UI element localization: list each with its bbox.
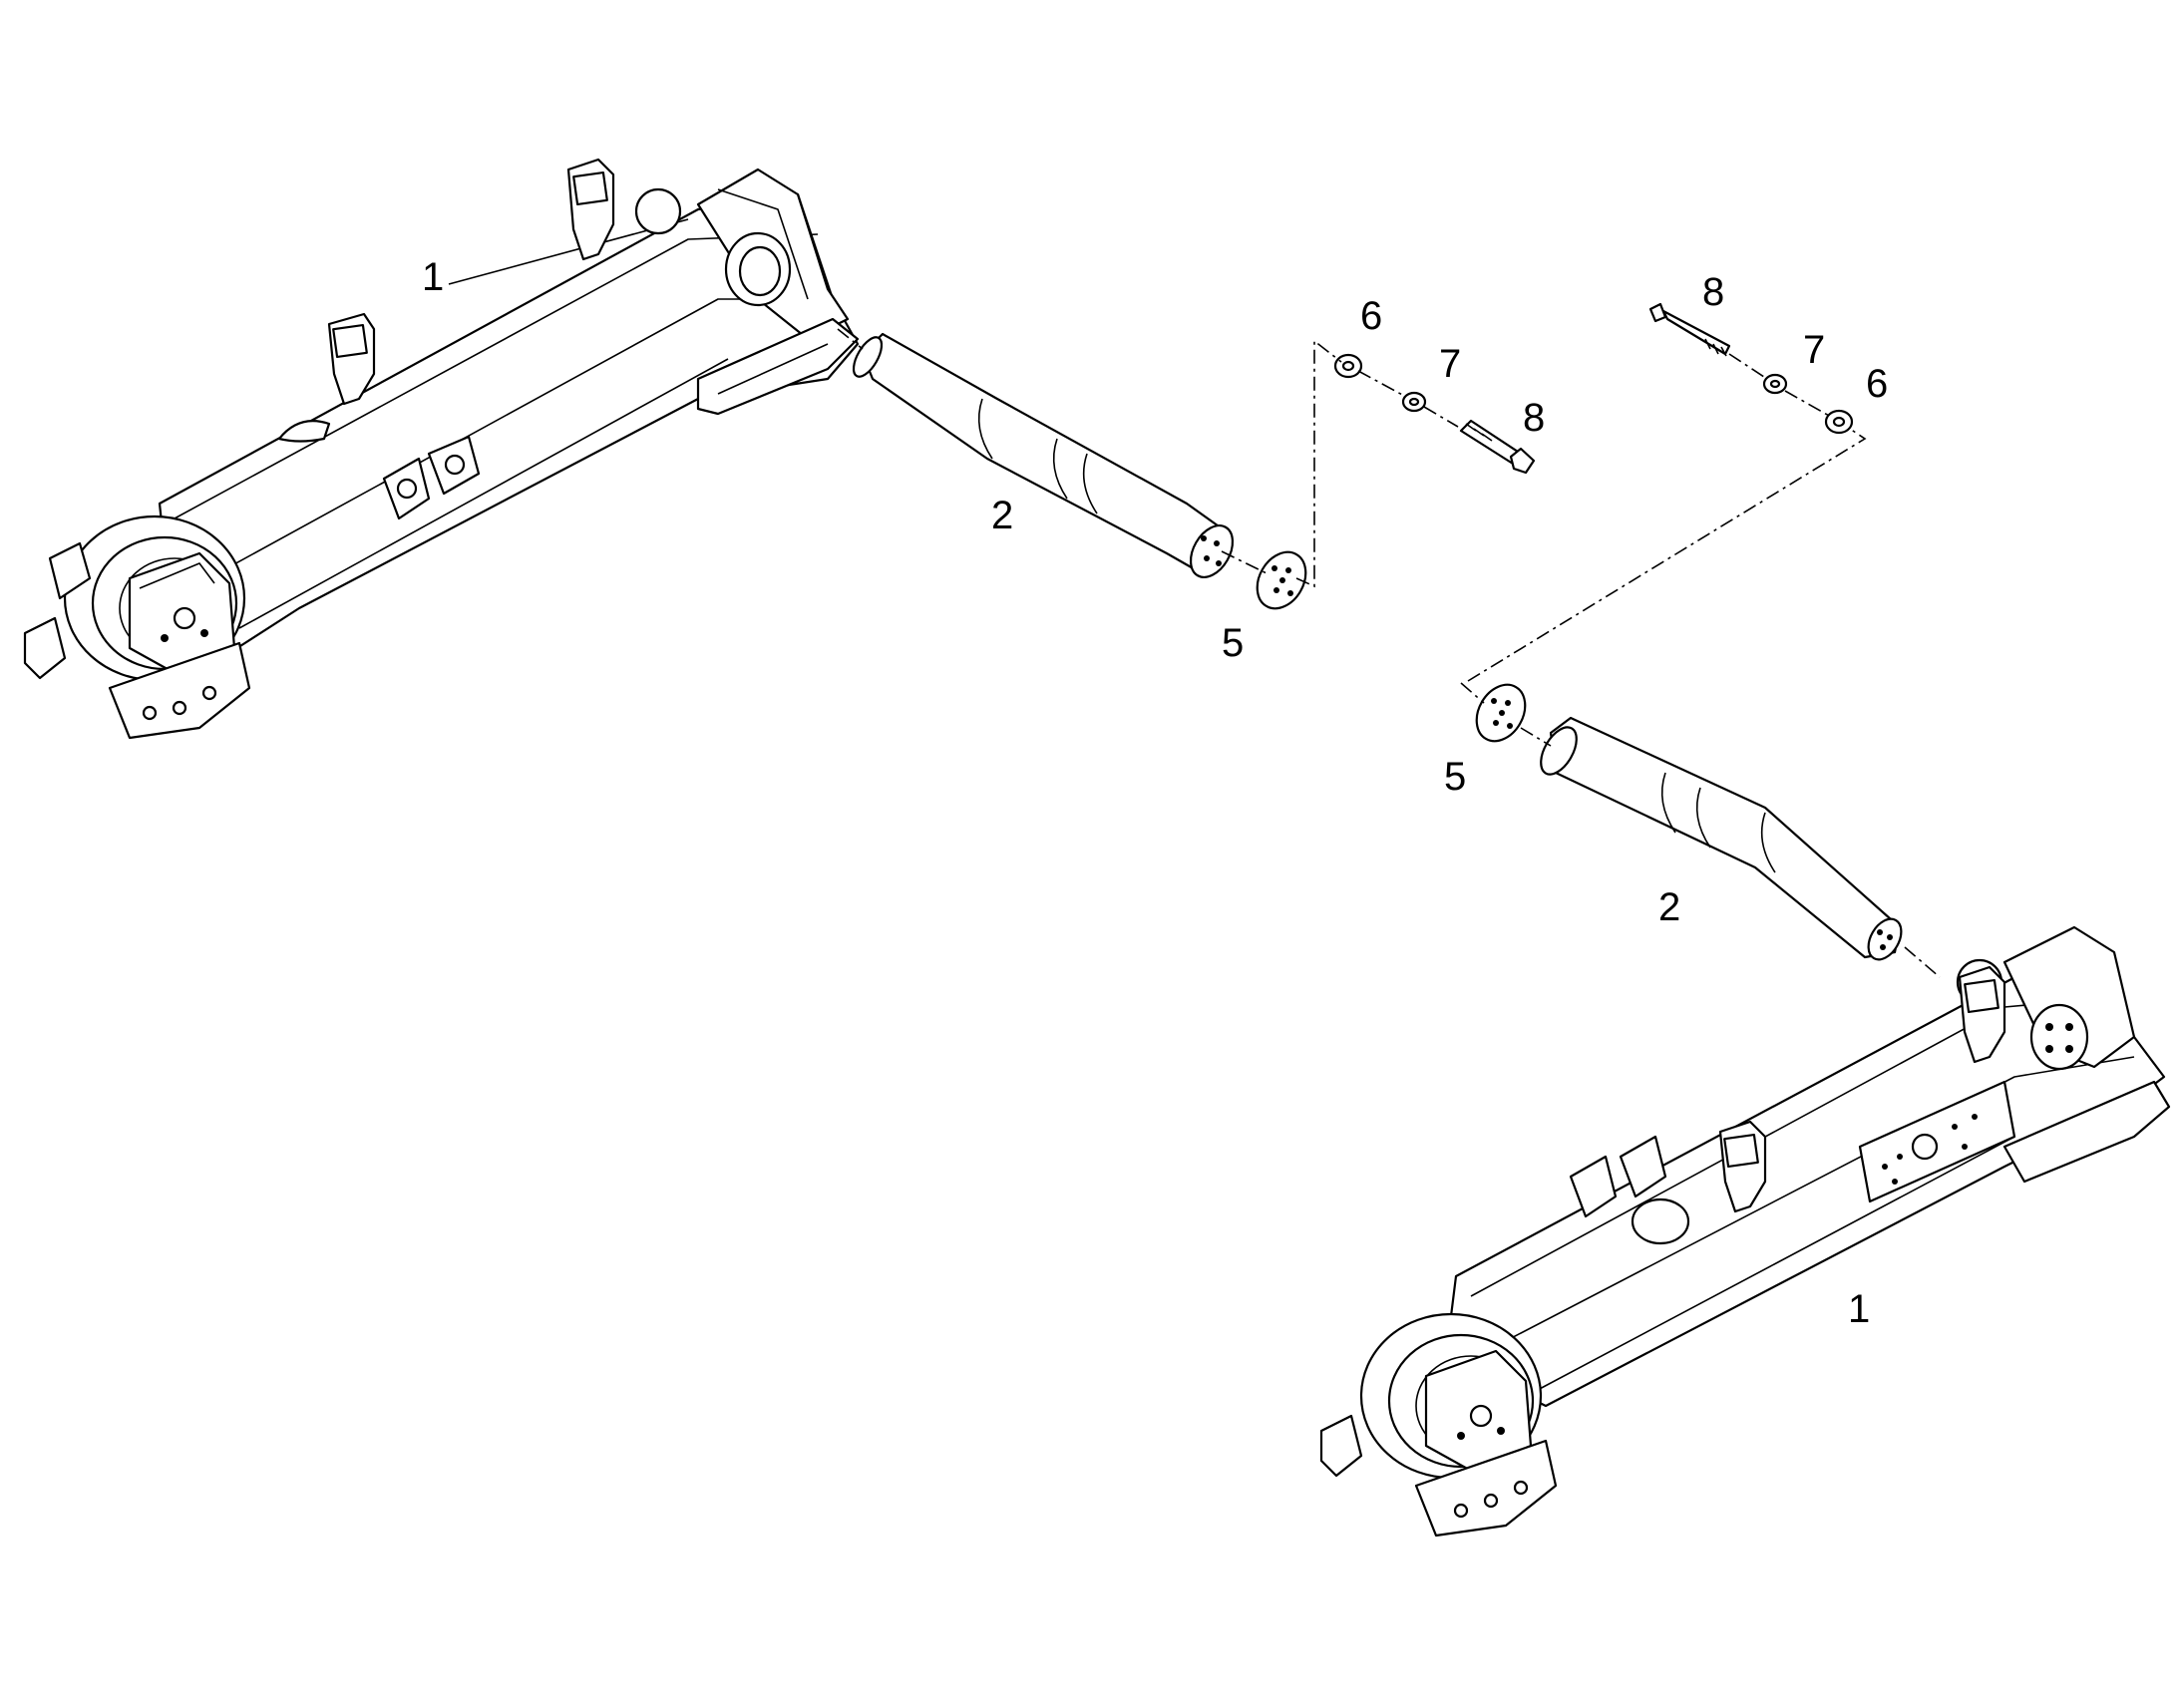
callout-lockwasher-left: 7 bbox=[1439, 342, 1461, 386]
bolt-left bbox=[1459, 419, 1536, 475]
washer-right bbox=[1824, 409, 1854, 435]
callout-bolt-right: 8 bbox=[1702, 270, 1724, 314]
callout-labels: 1 1 2 2 5 5 6 6 7 7 8 8 bbox=[422, 255, 1888, 1331]
callout-frame-left: 1 bbox=[422, 255, 444, 299]
track-frame-right bbox=[1319, 925, 2171, 1537]
retaining-plate-left bbox=[1256, 550, 1307, 610]
callout-washer-right: 6 bbox=[1866, 362, 1888, 406]
callout-bolt-left: 8 bbox=[1523, 396, 1545, 440]
callout-shaft-left: 2 bbox=[991, 494, 1013, 537]
assembly-lines bbox=[837, 328, 1941, 978]
callout-plate-left: 5 bbox=[1222, 621, 1244, 665]
retaining-plate-right bbox=[1475, 683, 1527, 743]
lockwasher-right bbox=[1762, 373, 1788, 395]
lockwasher-left bbox=[1401, 391, 1427, 413]
bolt-right bbox=[1648, 302, 1731, 357]
callout-washer-left: 6 bbox=[1360, 294, 1382, 338]
pivot-shaft-left bbox=[852, 332, 1235, 578]
track-frame-left bbox=[23, 158, 860, 740]
pivot-shaft-right bbox=[1540, 716, 1903, 961]
callout-frame-right: 1 bbox=[1848, 1287, 1870, 1331]
washer-left bbox=[1333, 353, 1363, 379]
callout-plate-right: 5 bbox=[1444, 755, 1466, 799]
callout-lockwasher-right: 7 bbox=[1803, 328, 1825, 372]
callout-shaft-right: 2 bbox=[1658, 885, 1680, 929]
